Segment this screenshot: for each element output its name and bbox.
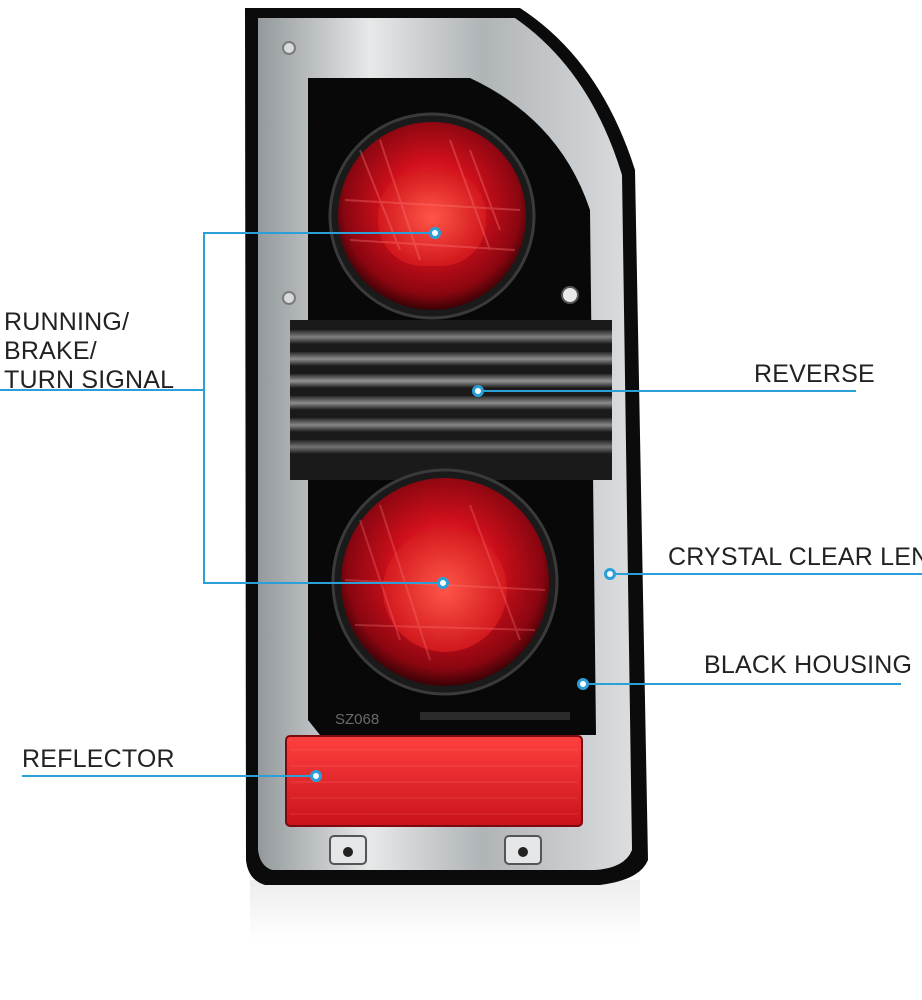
- reverse-label: REVERSE: [754, 360, 875, 388]
- upper-lens-marker: [429, 227, 441, 239]
- reflector-line: [22, 775, 316, 777]
- part-code-marking: SZ068: [335, 711, 379, 728]
- black-housing-marker: [577, 678, 589, 690]
- running-bracket-top: [203, 232, 435, 234]
- running-label-line-2: BRAKE/: [4, 337, 97, 365]
- reverse-line: [478, 390, 856, 392]
- reverse-lens-ribs: [290, 330, 612, 454]
- running-underline: [0, 389, 204, 391]
- reflector-label: REFLECTOR: [22, 745, 175, 773]
- upper-lens-center: [378, 170, 486, 266]
- crystal-clear-lens-line: [610, 573, 922, 575]
- running-bracket-bottom: [203, 582, 443, 584]
- lower-lens-center: [383, 528, 507, 652]
- black-housing-line: [583, 683, 901, 685]
- screw-hole-side: [282, 291, 296, 305]
- running-bracket-vertical: [203, 232, 205, 584]
- screw-hole-top: [282, 41, 296, 55]
- molded-marks: [420, 712, 570, 720]
- running-brake-turn-label: RUNNING/ BRAKE/ TURN SIGNAL: [4, 308, 174, 395]
- crystal-clear-lens-label: CRYSTAL CLEAR LENS: [668, 543, 922, 571]
- reverse-marker: [472, 385, 484, 397]
- reflector-marker: [310, 770, 322, 782]
- running-label-line-1: RUNNING/: [4, 308, 130, 336]
- floor-reflection: [250, 880, 640, 940]
- reflector-panel: [285, 735, 583, 827]
- lower-lens-marker: [437, 577, 449, 589]
- screw-hole-right: [561, 286, 579, 304]
- crystal-clear-lens-marker: [604, 568, 616, 580]
- black-housing-label: BLACK HOUSING: [704, 651, 913, 679]
